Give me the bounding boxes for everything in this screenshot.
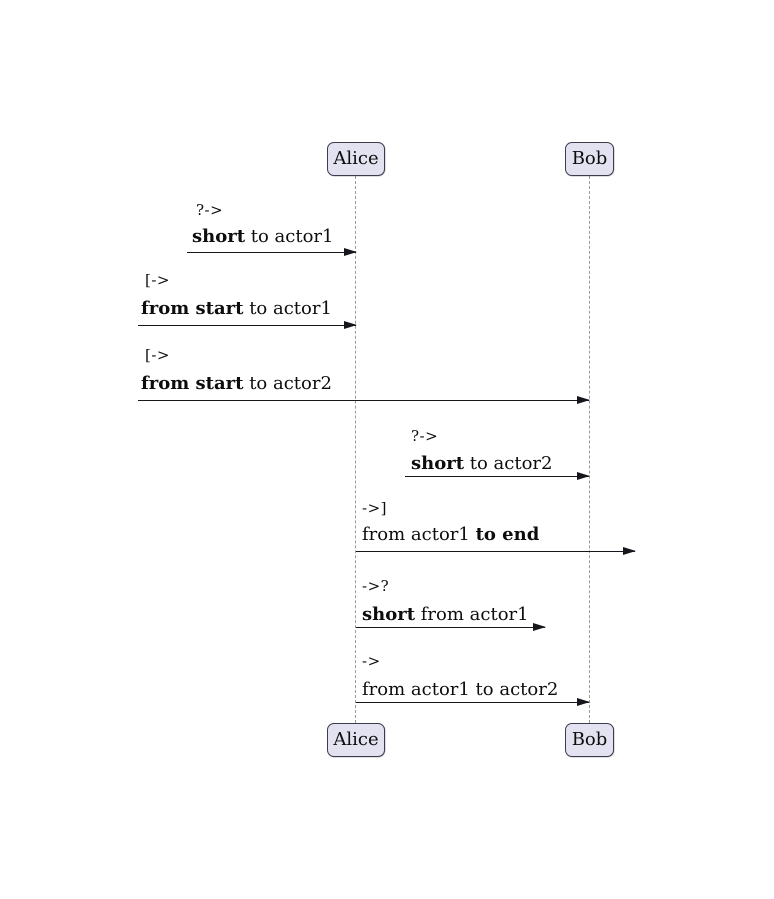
- message-label: short from actor1: [362, 606, 529, 624]
- actor-label-bob: Bob: [571, 729, 608, 750]
- label-bold: short: [411, 453, 465, 474]
- lifeline-bob: [589, 176, 590, 723]
- arrowhead-icon: [623, 547, 636, 556]
- label-post: to actor1: [245, 226, 334, 247]
- label-post: from actor1: [415, 604, 529, 625]
- arrowhead-icon: [344, 321, 357, 330]
- label-bold: to end: [475, 524, 540, 545]
- label-bold: from start: [141, 298, 244, 319]
- lifeline-alice: [355, 176, 356, 723]
- arrowhead-icon: [577, 396, 590, 405]
- message-operator: [->: [145, 346, 170, 364]
- actor-box-alice-top: Alice: [327, 142, 385, 176]
- message-arrow: [138, 321, 357, 330]
- label-post: to actor2: [464, 453, 553, 474]
- message-label: from start to actor1: [141, 300, 332, 318]
- label-pre: from actor1 to actor2: [362, 679, 559, 700]
- actor-box-bob-bottom: Bob: [565, 723, 614, 757]
- message-label: from start to actor2: [141, 375, 332, 393]
- message-operator: ->]: [362, 499, 387, 517]
- arrowhead-icon: [344, 248, 357, 257]
- actor-label-alice: Alice: [333, 729, 379, 750]
- message-label: from actor1 to actor2: [362, 681, 558, 699]
- message-operator: ->?: [362, 577, 390, 595]
- message-arrow: [405, 472, 590, 481]
- label-post: to actor2: [243, 373, 332, 394]
- label-post: to actor1: [243, 298, 332, 319]
- label-bold: from start: [141, 373, 244, 394]
- actor-label-alice: Alice: [333, 148, 379, 169]
- actor-box-bob-top: Bob: [565, 142, 614, 176]
- message-operator: ->: [362, 652, 381, 670]
- arrowhead-icon: [577, 472, 590, 481]
- message-arrow: [356, 623, 546, 632]
- message-arrow: [187, 248, 357, 257]
- message-operator: ?->: [196, 201, 224, 219]
- arrowhead-icon: [577, 698, 590, 707]
- message-operator: [->: [145, 271, 170, 289]
- label-bold: short: [192, 226, 246, 247]
- message-label: short to actor2: [411, 455, 552, 473]
- message-arrow: [356, 547, 636, 556]
- label-bold: short: [362, 604, 416, 625]
- message-arrow: [138, 396, 590, 405]
- message-label: short to actor1: [192, 228, 333, 246]
- label-pre: from actor1: [362, 524, 476, 545]
- arrowhead-icon: [533, 623, 546, 632]
- actor-box-alice-bottom: Alice: [327, 723, 385, 757]
- actor-label-bob: Bob: [571, 148, 608, 169]
- message-operator: ?->: [411, 427, 439, 445]
- message-label: from actor1 to end: [362, 526, 539, 544]
- message-arrow: [356, 698, 590, 707]
